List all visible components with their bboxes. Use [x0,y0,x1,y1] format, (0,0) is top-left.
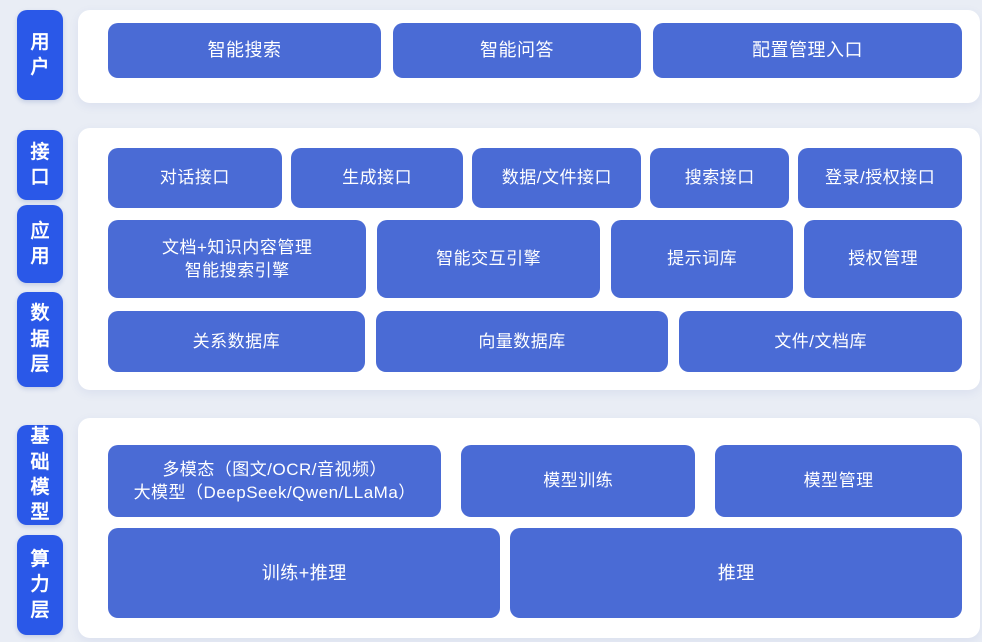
layer-label-interface: 接口 [17,130,63,200]
node-file-document-store: 文件/文档库 [679,311,962,372]
panel-interface-application-data: 对话接口 生成接口 数据/文件接口 搜索接口 登录/授权接口 文档+知识内容管理… [78,128,980,390]
layer-label-user: 用户 [17,10,63,100]
node-generation-api: 生成接口 [290,148,464,208]
node-model-management-label: 模型管理 [803,471,874,491]
row-foundation-models: 多模态（图文/OCR/音视频） 大模型（DeepSeek/Qwen/LLaMa）… [108,445,962,517]
node-config-management-entry-label: 配置管理入口 [752,40,863,61]
panel-foundation-compute: 多模态（图文/OCR/音视频） 大模型（DeepSeek/Qwen/LLaMa）… [78,418,980,638]
node-multimodal-llm-line2: 大模型（DeepSeek/Qwen/LLaMa） [133,483,416,502]
layer-label-compute-layer-text: 算力层 [30,548,50,621]
node-smart-search-label: 智能搜索 [207,40,282,61]
node-multimodal-llm: 多模态（图文/OCR/音视频） 大模型（DeepSeek/Qwen/LLaMa） [108,445,442,517]
row-compute-resources: 训练+推理 推理 [108,528,962,618]
node-inference: 推理 [510,528,962,618]
layer-label-application-text: 应用 [30,220,50,267]
row-data-stores: 关系数据库 向量数据库 文件/文档库 [108,311,962,372]
node-model-training-label: 模型训练 [543,471,614,491]
layer-label-compute-layer: 算力层 [17,535,63,635]
node-data-file-api-label: 数据/文件接口 [501,168,612,188]
node-config-management-entry: 配置管理入口 [653,23,962,78]
node-training-plus-inference-label: 训练+推理 [261,562,347,583]
node-training-plus-inference: 训练+推理 [108,528,501,618]
node-login-auth-api: 登录/授权接口 [798,148,962,208]
node-vector-database-label: 向量数据库 [478,331,566,351]
node-relational-database-label: 关系数据库 [192,331,281,351]
layer-label-application: 应用 [17,205,63,283]
node-generation-api-label: 生成接口 [342,168,413,188]
node-interaction-engine: 智能交互引擎 [377,220,600,298]
node-relational-database: 关系数据库 [108,311,365,372]
row-interface-apis: 对话接口 生成接口 数据/文件接口 搜索接口 登录/授权接口 [108,148,962,208]
node-authorization-management-label: 授权管理 [848,249,919,269]
node-multimodal-llm-line1: 多模态（图文/OCR/音视频） [162,459,388,479]
node-login-auth-api-label: 登录/授权接口 [824,168,936,188]
node-dialog-api: 对话接口 [108,148,282,208]
panel-user-layer: 智能搜索 智能问答 配置管理入口 [78,10,980,103]
row-user-entries: 智能搜索 智能问答 配置管理入口 [108,23,962,78]
node-smart-qa: 智能问答 [393,23,641,78]
node-search-api-label: 搜索接口 [684,168,755,188]
node-prompt-library: 提示词库 [610,220,794,298]
node-data-file-api: 数据/文件接口 [472,148,642,208]
node-doc-knowledge-search-engine: 文档+知识内容管理 智能搜索引擎 [108,220,367,298]
node-model-training: 模型训练 [461,445,696,517]
layer-label-data-layer: 数据层 [17,292,63,387]
node-interaction-engine-label: 智能交互引擎 [436,249,542,269]
node-file-document-store-label: 文件/文档库 [774,331,868,351]
layer-label-data-layer-text: 数据层 [30,303,50,376]
node-doc-knowledge-line1: 文档+知识内容管理 [161,237,313,257]
node-search-api: 搜索接口 [650,148,790,208]
node-smart-search: 智能搜索 [108,23,381,78]
layer-label-foundation-model: 基础模型 [17,425,63,525]
layer-label-interface-text: 接口 [30,141,50,188]
node-vector-database: 向量数据库 [375,311,669,372]
layer-label-foundation-model-text: 基础模型 [30,426,50,524]
layer-label-user-text: 用户 [30,31,50,78]
node-smart-qa-label: 智能问答 [480,40,554,61]
row-application-services: 文档+知识内容管理 智能搜索引擎 智能交互引擎 提示词库 授权管理 [108,220,962,298]
node-model-management: 模型管理 [715,445,962,517]
node-inference-label: 推理 [717,562,755,583]
node-authorization-management: 授权管理 [804,220,962,298]
node-doc-knowledge-line2: 智能搜索引擎 [184,261,290,280]
node-dialog-api-label: 对话接口 [159,168,230,188]
node-prompt-library-label: 提示词库 [667,249,738,269]
